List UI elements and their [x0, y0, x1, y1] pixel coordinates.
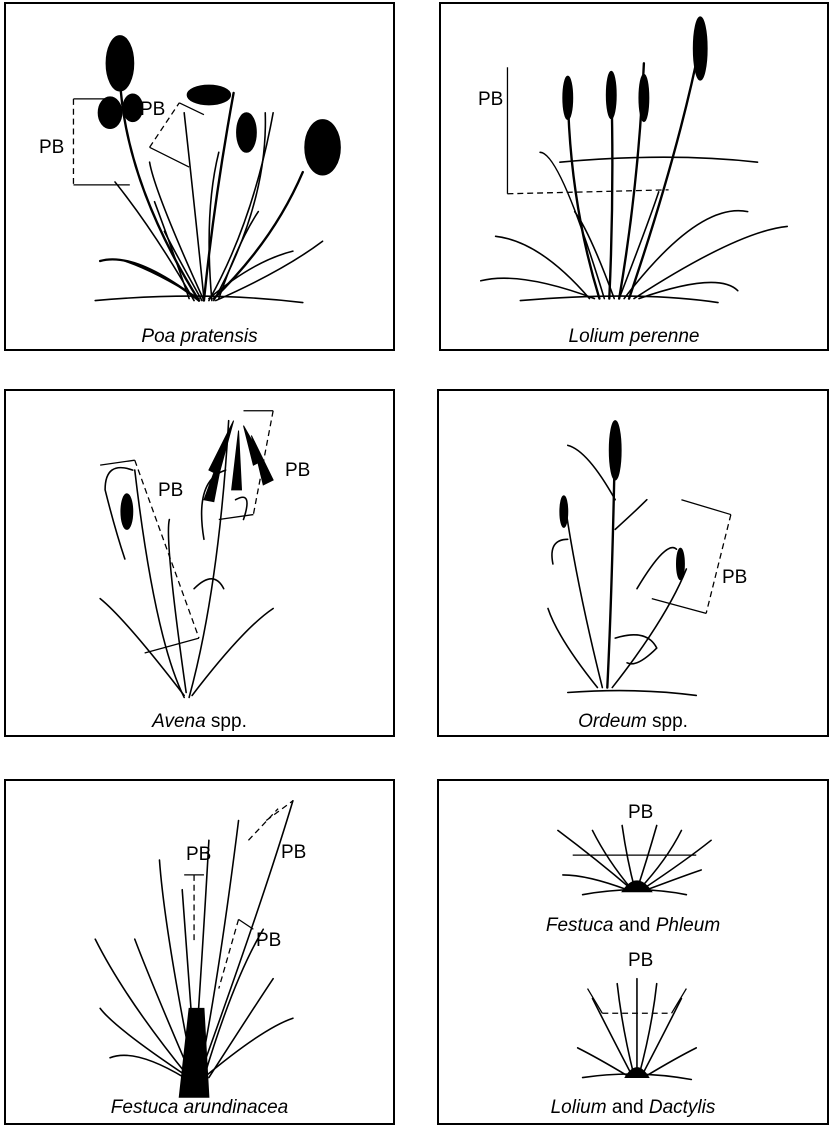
panel-avena: PB PB Avena spp. [4, 389, 395, 737]
pb-label: PB [39, 138, 64, 157]
lolium-perenne-illustration [441, 4, 827, 349]
pb-label: PB [285, 461, 310, 480]
pb-label: PB [158, 481, 183, 500]
pb-label: PB [628, 803, 653, 822]
pb-label: PB [140, 100, 165, 119]
pb-label: PB [256, 931, 281, 950]
panel-festuca-lolium-pair: PB Festuca and Phleum PB Lolium and Dact… [437, 779, 829, 1125]
panel-festuca-arundinacea: PB PB PB Festuca arundinacea [4, 779, 395, 1125]
panel-ordeum: PB Ordeum spp. [437, 389, 829, 737]
caption-avena: Avena spp. [6, 711, 393, 733]
caption-festuca-phleum: Festuca and Phleum [439, 915, 827, 937]
festuca-arundinacea-illustration [6, 781, 393, 1123]
pb-label: PB [478, 90, 503, 109]
caption-lolium-perenne: Lolium perenne [441, 326, 827, 348]
ordeum-illustration [439, 391, 827, 735]
panel-lolium-perenne: PB Lolium perenne [439, 2, 829, 351]
pb-label: PB [186, 845, 211, 864]
caption-ordeum: Ordeum spp. [439, 711, 827, 733]
pb-label: PB [722, 568, 747, 587]
caption-poa-pratensis: Poa pratensis [6, 326, 393, 348]
caption-lolium-dactylis: Lolium and Dactylis [439, 1097, 827, 1119]
pb-label: PB [628, 951, 653, 970]
caption-festuca-arundinacea: Festuca arundinacea [6, 1097, 393, 1119]
pb-label: PB [281, 843, 306, 862]
avena-illustration [6, 391, 393, 735]
poa-pratensis-illustration [6, 4, 393, 349]
panel-poa-pratensis: PB PB Poa pratensis [4, 2, 395, 351]
